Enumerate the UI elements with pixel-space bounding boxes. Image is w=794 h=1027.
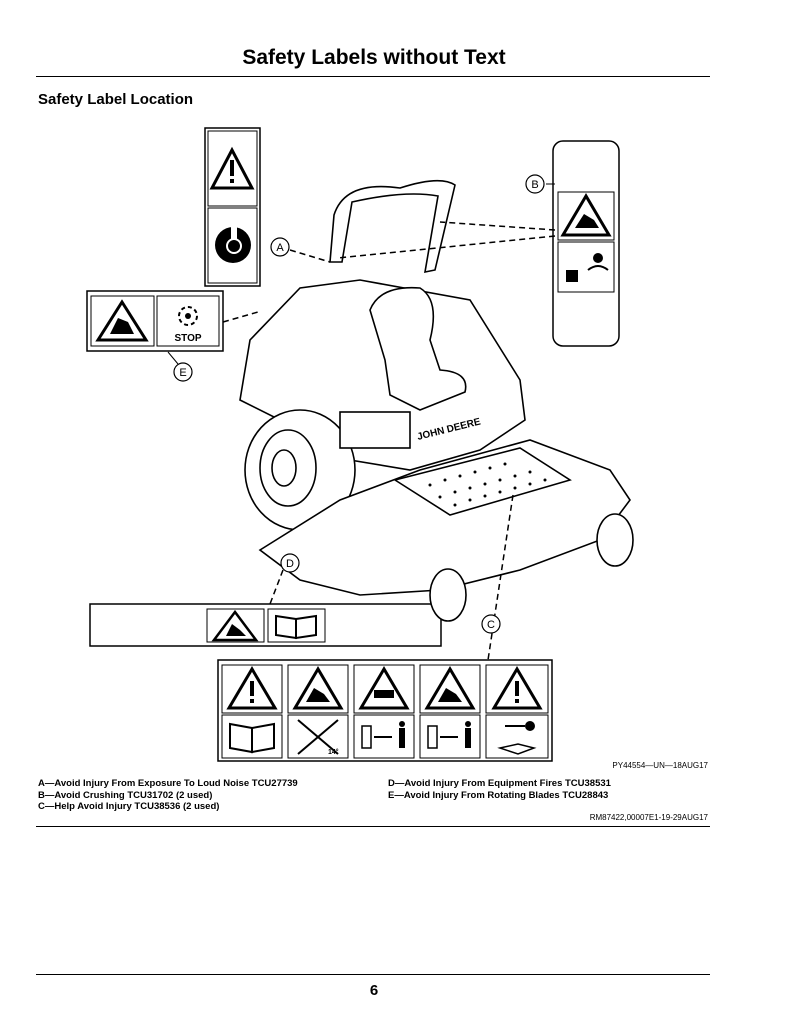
caption-column-left: A—Avoid Injury From Exposure To Loud Noi… bbox=[38, 778, 298, 813]
label-c-panel: 14° bbox=[217, 659, 553, 762]
callout-c: C bbox=[481, 614, 501, 634]
mower-illustration bbox=[239, 179, 634, 622]
section-end-rule bbox=[36, 826, 710, 827]
rotating-blade-icon bbox=[178, 306, 198, 326]
key-removal-icon bbox=[497, 721, 537, 755]
callout-d: D bbox=[280, 553, 300, 573]
caption-d: D—Avoid Injury From Equipment Fires TCU3… bbox=[388, 778, 611, 789]
figure-id: PY44554—UN—18AUG17 bbox=[612, 761, 708, 770]
stop-text: STOP bbox=[174, 333, 201, 344]
page-number: 6 bbox=[369, 982, 379, 999]
callout-e: E bbox=[167, 351, 193, 382]
callout-a: A bbox=[270, 237, 290, 257]
svg-text:C: C bbox=[487, 619, 495, 631]
rollover-icon bbox=[566, 253, 609, 282]
footer-rule bbox=[36, 974, 710, 975]
svg-text:A: A bbox=[276, 242, 284, 254]
caption-b: B—Avoid Crushing TCU31702 (2 used) bbox=[38, 789, 213, 801]
safety-label-figure: STOP bbox=[86, 127, 634, 762]
slope-degree-text: 14° bbox=[328, 748, 339, 756]
callout-b: B bbox=[525, 174, 555, 194]
section-heading: Safety Label Location bbox=[38, 91, 194, 108]
svg-text:B: B bbox=[531, 179, 538, 191]
page-title: Safety Labels without Text bbox=[242, 46, 506, 69]
label-a-panel bbox=[204, 127, 261, 287]
svg-text:D: D bbox=[286, 558, 294, 570]
caption-c: C—Help Avoid Injury TCU38536 (2 used) bbox=[38, 801, 220, 812]
foot-plate-holes bbox=[428, 462, 547, 507]
svg-text:E: E bbox=[179, 367, 186, 379]
leader-lines bbox=[222, 221, 556, 661]
manual-book-icon bbox=[275, 614, 317, 640]
ear-protection-icon bbox=[215, 227, 251, 263]
label-b-panel bbox=[552, 140, 620, 347]
caption-a: A—Avoid Injury From Exposure To Loud Noi… bbox=[38, 778, 298, 789]
label-e-panel: STOP bbox=[86, 290, 224, 352]
caption-column-right: D—Avoid Injury From Equipment Fires TCU3… bbox=[388, 778, 611, 801]
reference-code: RM87422,00007E1-19-29AUG17 bbox=[589, 813, 708, 822]
caption-e: E—Avoid Injury From Rotating Blades TCU2… bbox=[388, 789, 609, 801]
label-d-panel bbox=[89, 603, 442, 647]
header-rule bbox=[36, 76, 710, 77]
